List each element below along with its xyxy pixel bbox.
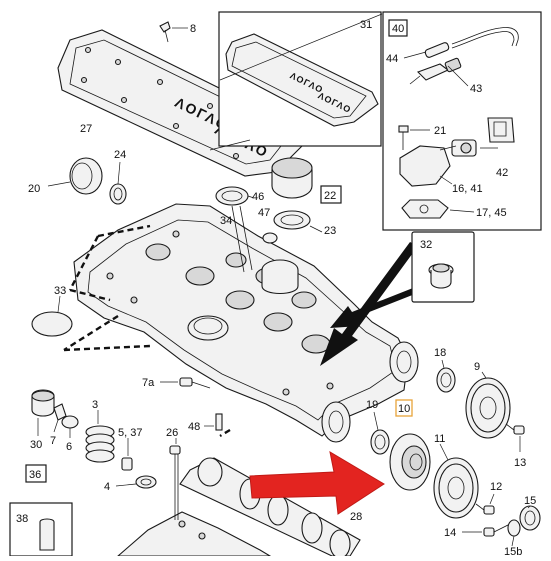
label-36: 36 (29, 469, 41, 481)
label-6: 6 (66, 441, 72, 453)
label-40: 40 (392, 23, 404, 35)
label-8: 8 (190, 23, 196, 35)
label-33: 33 (54, 285, 66, 297)
inset-31: VOLVO VOLVO (209, 11, 383, 151)
label-10: 10 (398, 403, 410, 415)
label-34: 34 (220, 215, 232, 227)
label-18: 18 (434, 347, 446, 359)
label-26: 26 (166, 427, 178, 439)
seal-5-37 (121, 438, 133, 471)
label-box-22 (320, 185, 342, 204)
plug-33 (31, 295, 73, 337)
seal-18 (436, 359, 456, 393)
inset-40 (382, 11, 542, 231)
label-46: 46 (252, 191, 264, 203)
bolt-12-14 (462, 493, 511, 537)
black-arrows (320, 242, 420, 366)
bolt-26 (169, 438, 181, 520)
stud-48 (204, 413, 223, 431)
red-arrow (249, 450, 385, 515)
label-4: 4 (104, 481, 110, 493)
highlight-box-10 (395, 399, 413, 417)
label-7a: 7a (142, 377, 155, 389)
label-15: 15 (524, 495, 536, 507)
label-box-40 (388, 19, 408, 37)
label-5-37: 5, 37 (118, 427, 142, 439)
label-24: 24 (114, 149, 126, 161)
oil-cap-23 (261, 259, 299, 295)
retainer-6 (61, 415, 79, 438)
label-9: 9 (474, 361, 480, 373)
keeper-7 (53, 403, 67, 433)
label-11: 11 (434, 433, 445, 445)
label-30: 30 (30, 439, 42, 451)
label-16-41: 16, 41 (452, 183, 483, 195)
washer-4 (115, 475, 157, 489)
label-12: 12 (490, 481, 502, 493)
label-48: 48 (188, 421, 200, 433)
lower-head-fragment (116, 511, 272, 557)
label-13: 13 (514, 457, 526, 469)
label-28: 28 (350, 511, 362, 523)
sprocket-11 (433, 443, 479, 519)
label-15b: 15b (504, 546, 522, 556)
oil-cap (215, 157, 323, 244)
sprocket-9 (465, 371, 511, 439)
label-42: 42 (496, 167, 508, 179)
label-22: 22 (324, 190, 336, 202)
label-47: 47 (258, 207, 270, 219)
seal-19 (370, 411, 390, 455)
vvt-unit-10 (389, 399, 431, 491)
label-38: 38 (16, 513, 28, 525)
tappet-30 (31, 389, 55, 436)
cap-32-icon (428, 263, 454, 289)
label-3: 3 (92, 399, 98, 411)
label-20: 20 (28, 183, 40, 195)
breather-34 (231, 205, 253, 273)
bolt-13 (505, 423, 525, 452)
bolt-7a (160, 377, 211, 389)
label-31: 31 (360, 19, 372, 31)
label-43: 43 (470, 83, 482, 95)
seal-20-24 (47, 157, 127, 205)
cylinder-head (73, 203, 419, 443)
label-21: 21 (434, 125, 446, 137)
label-14: 14 (444, 527, 456, 539)
label-32: 32 (420, 239, 432, 251)
label-44: 44 (386, 53, 398, 65)
label-27: 27 (80, 123, 92, 135)
label-19: 19 (366, 399, 378, 411)
dashed-outlines (63, 224, 231, 438)
spring-3 (85, 410, 115, 463)
bolt-8 (159, 21, 188, 43)
box-38 (9, 502, 73, 557)
label-17-45: 17, 45 (476, 207, 507, 219)
label-box-36 (25, 464, 47, 483)
plug-15 (507, 505, 541, 547)
label-7: 7 (50, 435, 56, 447)
label-23: 23 (324, 225, 336, 237)
